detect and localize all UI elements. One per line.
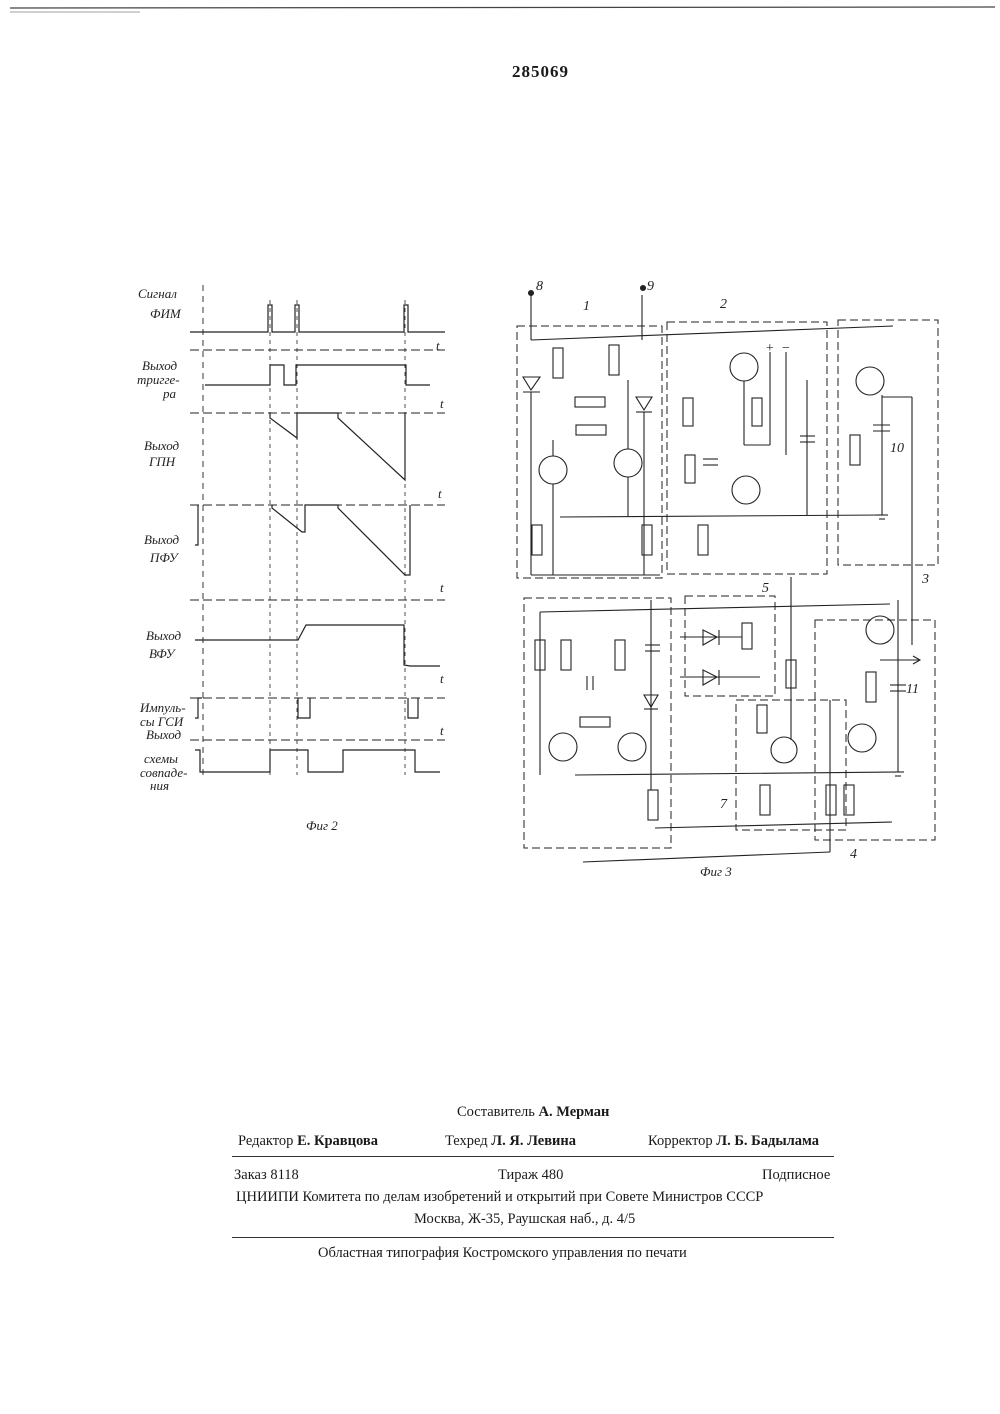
address: Москва, Ж-35, Раушская наб., д. 4/5: [414, 1211, 635, 1228]
element-11-label: 11: [906, 682, 919, 697]
fig2-axes: [190, 350, 445, 740]
divider-2: [232, 1237, 834, 1238]
label-vfu-1: Выход: [146, 628, 182, 643]
label-pfu-1: Выход: [144, 532, 180, 547]
block-7-label: 7: [720, 797, 728, 812]
techred-name: Л. Я. Левина: [491, 1133, 576, 1149]
terminal-9: 9: [647, 279, 654, 294]
label-coin-4: ния: [150, 778, 169, 793]
compiler-line: Составитель А. Мерман: [457, 1104, 609, 1121]
fig2-axis-labels: t t t t t t: [436, 338, 444, 738]
label-vfu-2: ВФУ: [149, 646, 177, 661]
techred-label: Техред: [445, 1133, 488, 1149]
element-10-label: 10: [890, 441, 904, 456]
minus-sign: −: [781, 341, 790, 356]
divider-1: [232, 1156, 834, 1157]
label-trigger-2: тригге-: [137, 372, 180, 387]
axis-t-2: t: [440, 396, 444, 411]
fig2-pfu-out: [195, 505, 410, 575]
corrector-name: Л. Б. Бадылама: [716, 1133, 819, 1149]
fig2-signal-fim: [190, 305, 445, 332]
axis-t-1: t: [436, 338, 440, 353]
corrector-line: Корректор Л. Б. Бадылама: [648, 1133, 819, 1150]
block-5-label: 5: [762, 581, 769, 596]
compiler-label: Составитель: [457, 1104, 535, 1120]
order-number: Заказ 8118: [234, 1167, 299, 1184]
editor-line: Редактор Е. Кравцова: [238, 1133, 378, 1150]
compiler-name: А. Мерман: [539, 1104, 610, 1120]
label-gsi-1: Импуль-: [139, 700, 186, 715]
plus-sign: +: [765, 341, 774, 356]
fig2-timing-diagram: [190, 285, 445, 775]
label-gpn-2: ГПН: [148, 454, 176, 469]
label-trigger-3: ра: [162, 386, 177, 401]
label-fim-1: Сигнал: [138, 286, 177, 301]
block-3-label: 3: [921, 572, 929, 587]
label-trigger-1: Выход: [142, 358, 178, 373]
axis-t-4: t: [440, 580, 444, 595]
fig2-gsi-pulses: [195, 698, 418, 718]
printer: Областная типография Костромского управл…: [318, 1245, 687, 1262]
fig3-schematic: [517, 286, 938, 863]
circulation: Тираж 480: [498, 1167, 563, 1184]
fig2-trigger-out: [205, 365, 430, 385]
fig2-signal-labels: Сигнал ФИМ Выход тригге- ра Выход ГПН Вы…: [137, 286, 187, 793]
block-1-label: 1: [583, 299, 590, 314]
label-fim-2: ФИМ: [150, 306, 182, 321]
axis-t-5: t: [440, 671, 444, 686]
fig2-markers: [270, 300, 405, 775]
fig3-caption: Фиг 3: [700, 864, 732, 879]
label-coin-2: схемы: [144, 751, 178, 766]
label-gpn-1: Выход: [144, 438, 180, 453]
techred-line: Техред Л. Я. Левина: [445, 1133, 576, 1150]
fig2-vfu-out: [195, 625, 440, 666]
editor-name: Е. Кравцова: [297, 1133, 378, 1149]
editor-label: Редактор: [238, 1133, 293, 1149]
fig3-blocks: [517, 320, 938, 848]
corrector-label: Корректор: [648, 1133, 713, 1149]
fig2-caption: Фиг 2: [306, 818, 338, 833]
fig2-coincidence-out: [195, 750, 440, 772]
axis-t-6: t: [440, 723, 444, 738]
institute: ЦНИИПИ Комитета по делам изобретений и о…: [236, 1189, 763, 1206]
block-2-label: 2: [720, 297, 727, 312]
fig2-gpn-out: [270, 413, 405, 480]
top-border: [10, 7, 995, 12]
block-4-label: 4: [850, 847, 857, 862]
axis-t-3: t: [438, 486, 442, 501]
label-coin-1: Выход: [146, 727, 182, 742]
subscription: Подписное: [762, 1167, 830, 1184]
label-pfu-2: ПФУ: [149, 550, 180, 565]
terminal-8: 8: [536, 279, 543, 294]
